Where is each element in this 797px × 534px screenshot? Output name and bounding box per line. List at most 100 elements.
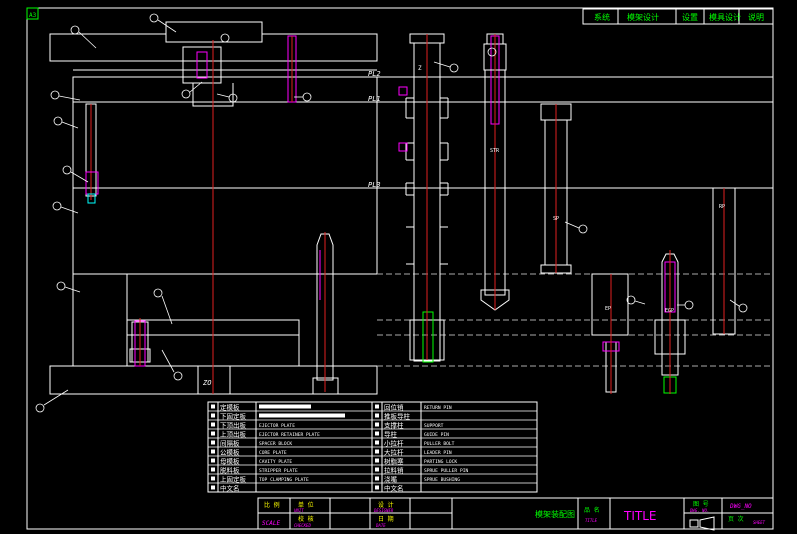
parts-list-marker [211,449,215,454]
parts-list-name-en: GUIDE PIN [424,432,449,438]
spacer-block-left[interactable] [72,273,128,367]
parts-list-marker [375,431,379,436]
callout-balloon [487,47,497,57]
parts-list-value-bar [259,413,345,418]
rp-column[interactable] [712,187,736,335]
callout-balloon [35,403,45,413]
parts-list-name-en: TOP CLAMPING PLATE [259,477,309,483]
ep-box [591,273,629,336]
callout-leader [61,121,79,129]
callout-leader [157,19,177,33]
callout-leader [433,61,451,68]
top-menu: 系统 模架设计 设置 模具设计 说明 [582,8,774,25]
label-rp: RP [719,204,725,210]
ejector-pin-left[interactable] [134,318,146,367]
cavity-plate[interactable] [72,101,378,189]
stripper-plate[interactable] [72,76,378,103]
label-egp: EGP [665,308,674,314]
parts-list-name-zh: 拉料销 [384,465,404,474]
tb-check-zh: 校 核 [298,515,314,523]
parting-lines [73,76,773,367]
callout-balloon [70,25,80,35]
parts-list-name-zh: 推板导柱 [384,411,411,420]
callout-leader [564,221,580,229]
menu-mold-design[interactable]: 模具设计 [709,12,741,22]
puller-bolt-tip [87,193,96,204]
callout-balloon [449,63,459,73]
support-pillar[interactable] [540,103,572,274]
parts-list-name-zh: 间隔板 [220,438,240,447]
sprue-bushing[interactable] [182,46,222,84]
label-ep: EP [605,306,611,312]
sprue-screw [196,51,208,79]
callout-leader [729,299,740,307]
parts-list-name-en: SPRUE PULLER PIN [424,468,468,474]
callout-balloon [181,89,191,99]
parts-list-name-zh: 浇嘴 [384,474,398,483]
callout-leader [216,93,230,98]
callout-balloon [738,303,748,313]
guide-pin-green [422,311,434,363]
callouts [35,13,748,413]
menu-help[interactable]: 说明 [748,12,764,22]
tb-design-zh: 设 计 [378,501,394,509]
egp-column[interactable] [654,250,686,394]
tb-name-zh: 品 名 [584,506,600,514]
parts-list-name-zh: 小拉杆 [384,438,404,447]
sprue-bushing-flange[interactable] [165,21,263,43]
parts-list-marker [375,404,379,409]
callout-leader [64,286,81,293]
menu-moldbase-design[interactable]: 模架设计 [627,12,659,22]
callout-balloon [173,371,183,381]
callout-leader [60,206,79,214]
tb-unit-zh: 单 位 [298,501,314,509]
parts-list-name-zh: 大拉杆 [384,447,404,456]
parts-list-name-zh: 母模板 [220,456,240,465]
parts-list-marker [375,440,379,445]
sprue-area [182,35,297,394]
parts-list-marker [211,476,215,481]
parts-list-name-zh: 树脂塞 [384,456,404,465]
parts-list-marker [211,413,215,418]
parts-list-name-zh: 定模板 [220,402,240,411]
tb-scale-zh: 比 例 [264,501,280,509]
parts-list-name-en: STRIPPER PLATE [259,468,298,474]
callout-balloon [578,224,588,234]
parts-list-marker [375,422,379,427]
view-symbol [689,516,715,531]
parts-list-name-zh: 支撑柱 [384,420,404,429]
menu-settings[interactable]: 设置 [682,12,698,22]
parts-list-name-zh: 公模板 [220,447,240,456]
parts-list-name-zh: 导柱 [384,429,398,438]
ep-column[interactable] [591,273,629,394]
parts-list-marker [211,467,215,472]
tb-date-en: DATE [375,523,386,528]
guide-pin-column[interactable] [398,33,449,363]
parts-list-name-en: LEADER PIN [424,450,452,456]
callout-leader [78,31,97,49]
tb-dwg-value: DWG_NO [729,503,752,510]
parts-list-marker [211,404,215,409]
guide-pin-magenta-a [398,86,408,96]
callout-leader [161,349,175,373]
parts-list-name-en: CORE PLATE [259,450,287,456]
callout-balloon [53,116,63,126]
label-pl3: PL3 [368,181,381,189]
parts-list-marker [211,422,215,427]
tb-sheet-en: SHEET [753,520,766,525]
core-plate[interactable] [72,187,378,275]
guide-pin-flutes [406,97,448,265]
parts-list-name-en: RETURN PIN [424,405,452,411]
callout-balloon [153,288,163,298]
guide-pin-magenta-b [398,142,408,152]
return-pin-column[interactable] [312,232,339,395]
parts-list-name-en: SPACER BLOCK [259,441,292,447]
puller-bolt-left[interactable] [85,103,99,204]
parts-list-marker [375,476,379,481]
parts-list-marker [375,485,379,490]
str-column[interactable] [480,33,510,311]
menu-system[interactable]: 系统 [594,12,610,22]
top-menu-frame [582,8,774,25]
egp-body [661,253,679,376]
